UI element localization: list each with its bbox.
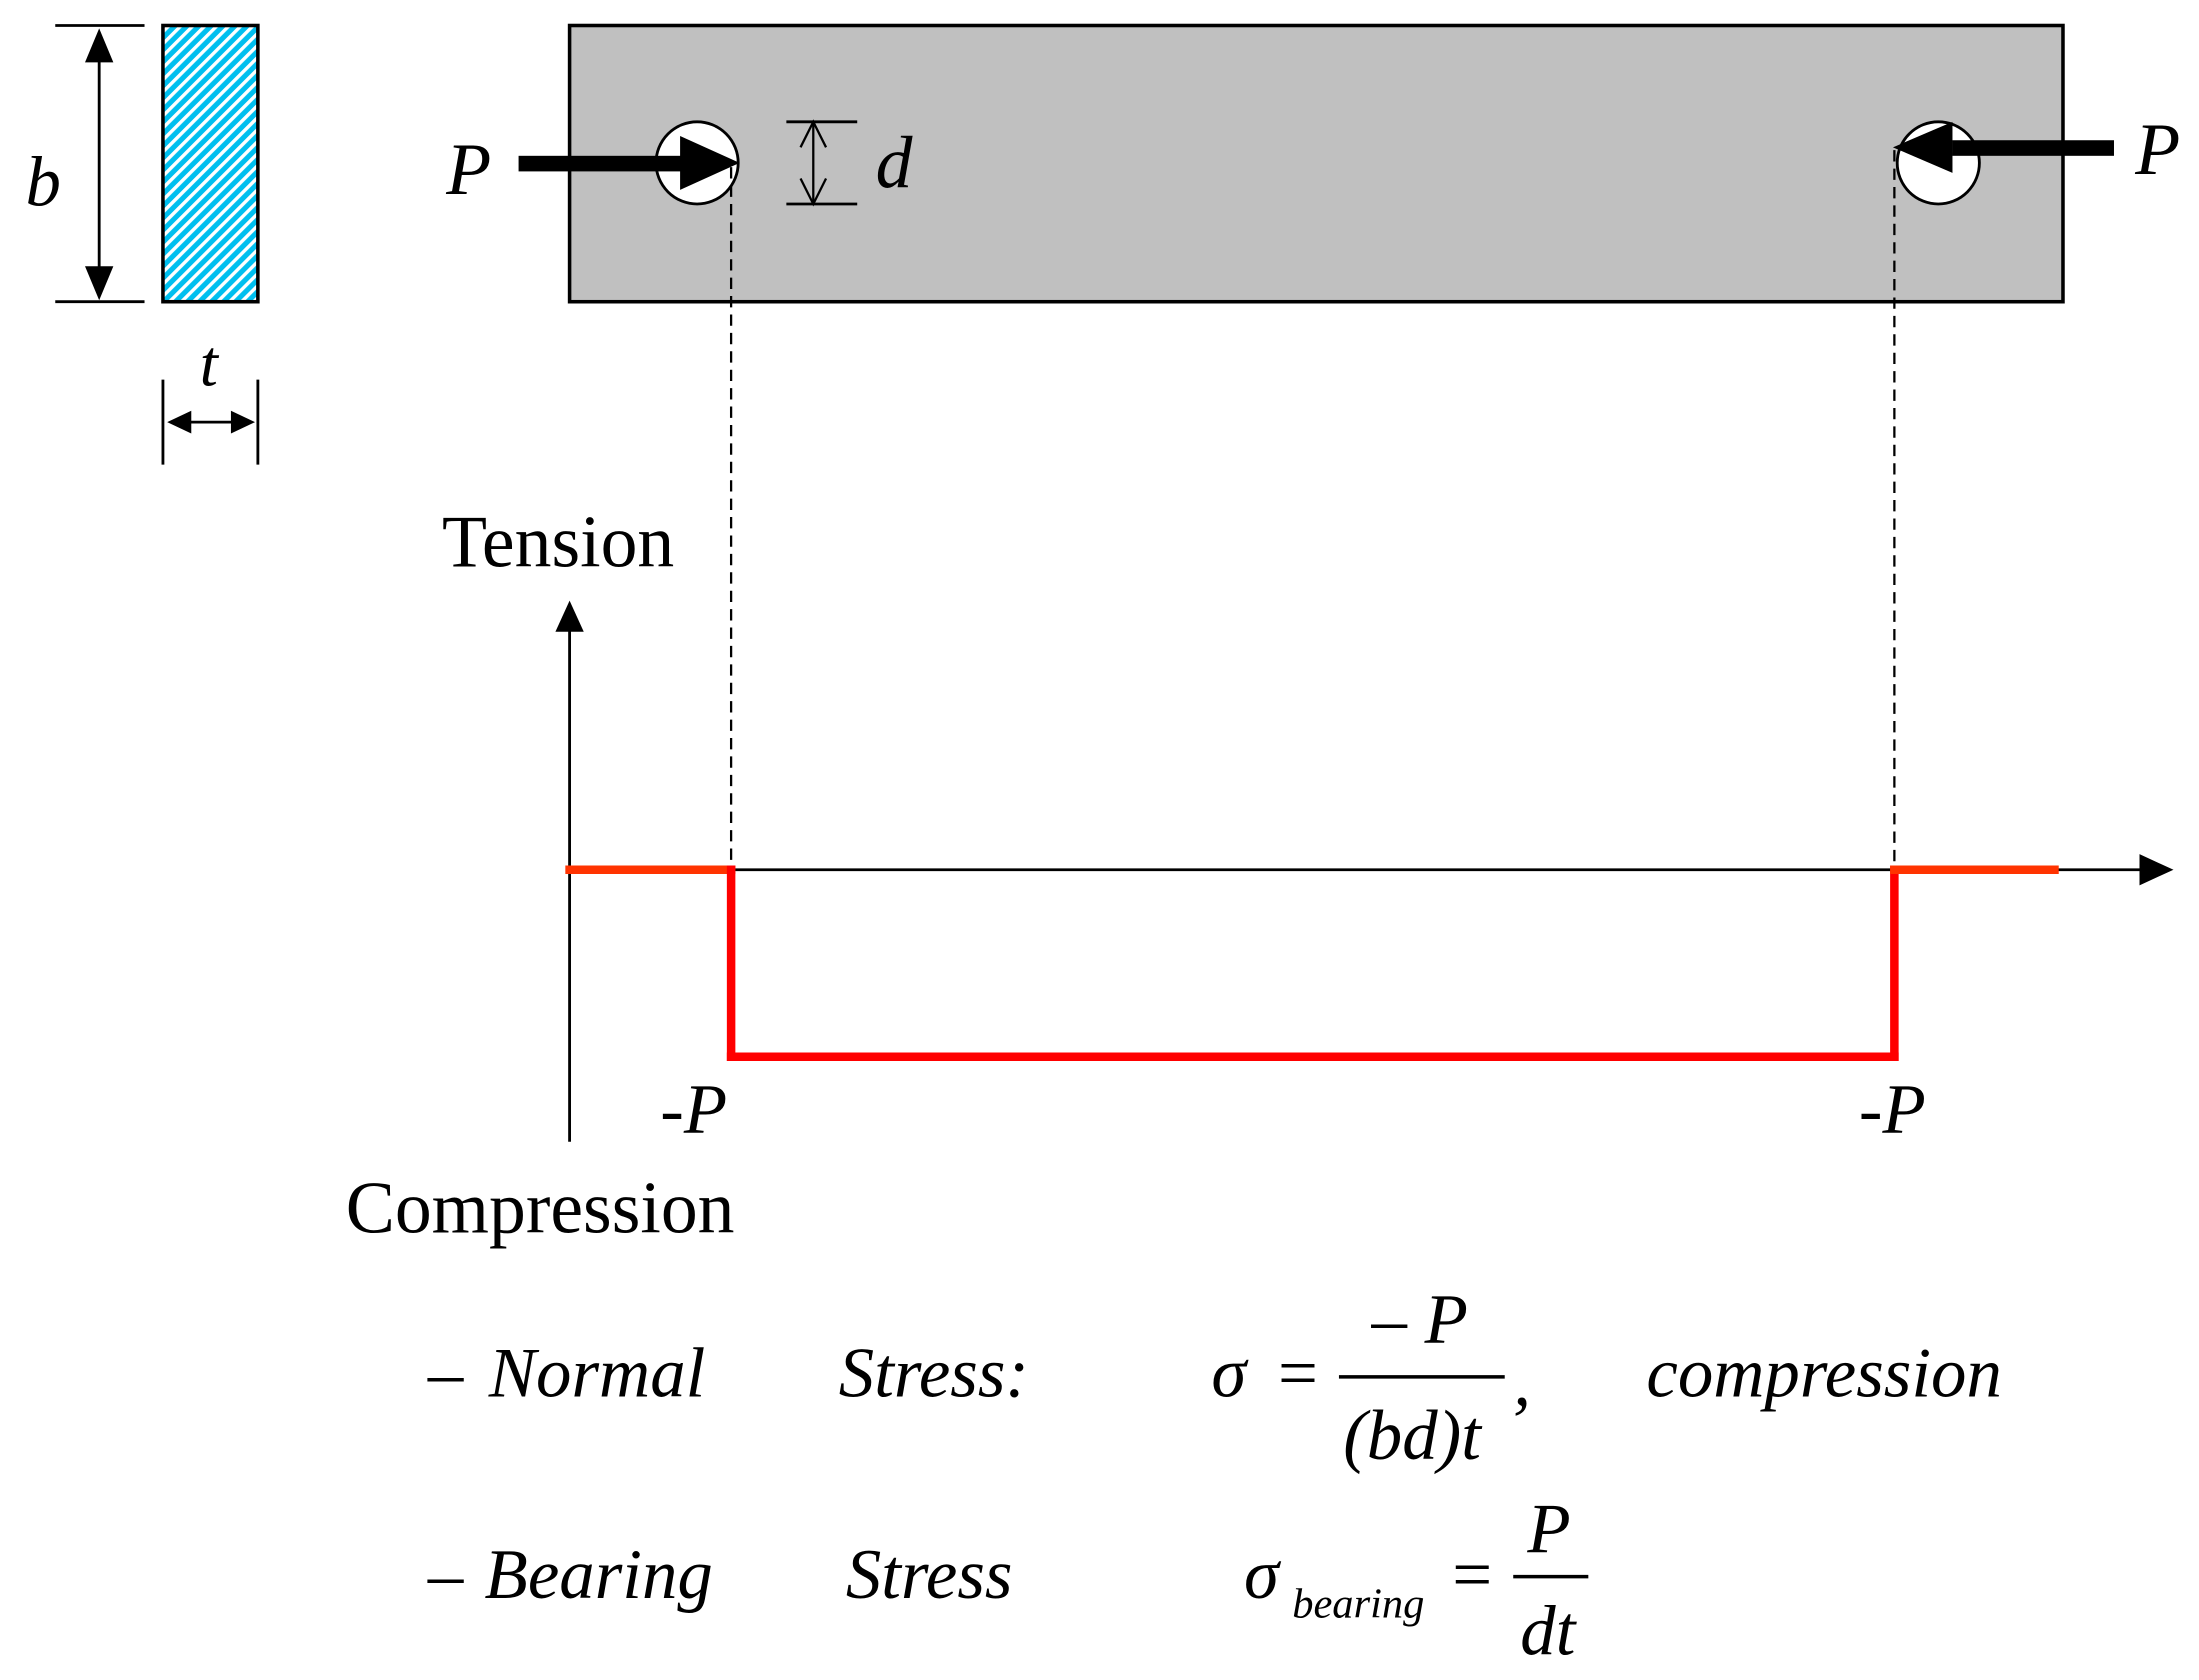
normal-comma: , (1513, 1343, 1531, 1421)
bearing-sigma: σ (1244, 1536, 1282, 1614)
stress-axis-arrow-icon (555, 600, 584, 632)
normal-stress-equation: – Normal Stress: σ = – P (bd)t , compres… (427, 1281, 2002, 1475)
cross-section: b t (26, 23, 260, 465)
normal-kind: Stress: (839, 1335, 1029, 1413)
compression-label: Compression (346, 1166, 735, 1248)
bearing-stress-equation: – Bearing Stress σ bearing = P dt (427, 1491, 1589, 1671)
normal-note: compression (1646, 1335, 2001, 1413)
bearing-kind: Stress (846, 1536, 1013, 1614)
right-minus-p-label: -P (1859, 1071, 1926, 1149)
t-label: t (200, 328, 220, 400)
left-minus-p-label: -P (660, 1071, 727, 1149)
left-load-shaft (518, 155, 682, 172)
arrow-left-icon (167, 410, 192, 434)
left-load-label: P (445, 128, 491, 210)
normal-sigma: σ (1211, 1335, 1249, 1413)
b-label: b (26, 143, 61, 221)
normal-numerator: – P (1371, 1281, 1468, 1359)
right-load-label: P (2134, 108, 2180, 190)
arrow-right-icon (230, 410, 256, 434)
normal-equals: = (1278, 1335, 1318, 1413)
left-load-arrow-icon (680, 135, 740, 190)
hatched-cross-section (161, 23, 260, 304)
normal-name: Normal (488, 1335, 705, 1413)
position-axis-arrow-icon (2139, 854, 2174, 886)
bearing-denominator: dt (1520, 1593, 1577, 1671)
plate-body (567, 23, 2065, 304)
right-load-arrow-icon (1892, 121, 1953, 173)
stress-profile (565, 865, 2059, 1061)
arrow-up-icon (85, 28, 114, 63)
arrow-down-icon (85, 266, 114, 301)
plate: P P d (445, 23, 2180, 304)
bearing-equals: = (1452, 1536, 1492, 1614)
bearing-name: Bearing (485, 1536, 713, 1614)
bearing-numerator: P (1526, 1491, 1570, 1569)
right-load-shaft (1952, 140, 2114, 156)
d-arrow-down-icon (799, 177, 828, 207)
normal-denominator: (bd)t (1343, 1397, 1483, 1475)
d-arrow-up-icon (799, 119, 828, 148)
bearing-bullet: – (427, 1536, 464, 1614)
bearing-subscript: bearing (1292, 1581, 1424, 1628)
hole-diameter-label: d (876, 121, 914, 203)
tension-label: Tension (442, 501, 674, 583)
normal-bullet: – (427, 1335, 464, 1413)
stress-diagram: Tension Compression -P -P (346, 501, 2174, 1248)
